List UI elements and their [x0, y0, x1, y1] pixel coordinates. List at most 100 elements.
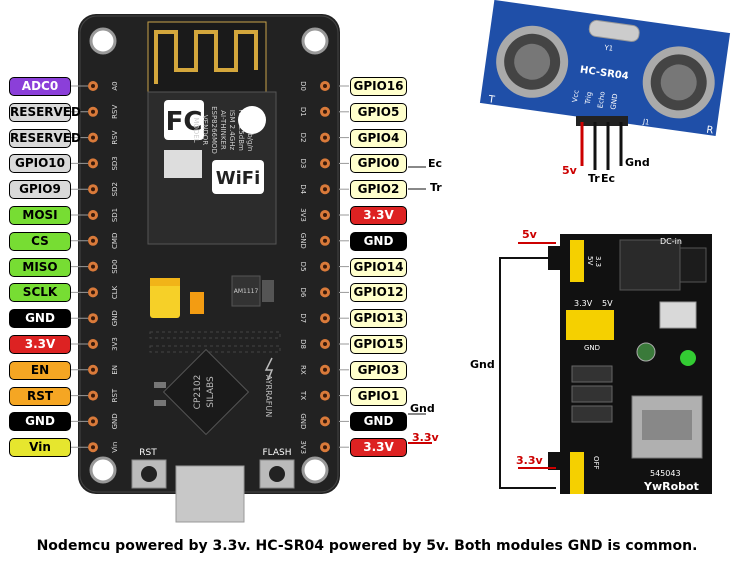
left-pin-label-8: SCLK	[9, 283, 71, 303]
left-pin-label-14: Vin	[9, 438, 71, 458]
pm-dc-in: DC-in	[660, 237, 682, 246]
pin-hole-center	[323, 445, 327, 450]
right-pin-label-9: GPIO13	[350, 309, 407, 329]
left-pin-label-0: ADC0	[9, 77, 71, 96]
pin-hole-center	[91, 213, 95, 217]
hc-pin-label: Vcc	[571, 89, 581, 103]
pm-wire-33v: 3.3v	[516, 454, 543, 467]
silk-label: RSV	[111, 130, 119, 144]
flash-button: FLASH	[259, 448, 295, 489]
chip-label-1: SILABS	[206, 376, 216, 408]
voltage-regulator: AM1117	[231, 275, 274, 307]
left-pin-label-6: CS	[9, 231, 71, 251]
hcsr04-y1: Y1	[603, 44, 614, 53]
power-wires	[408, 166, 556, 489]
right-pin-label-11: GPIO3	[350, 360, 407, 380]
mounting-holes	[89, 27, 329, 484]
svg-text:FC: FC	[166, 107, 203, 137]
pm-part-number: 545043	[650, 469, 681, 478]
pm-bottom-off: OFF	[592, 456, 600, 470]
silk-label: D7	[299, 313, 307, 323]
right-pin-label-1: GPIO5	[350, 102, 407, 122]
pm-wire-gnd: Gnd	[470, 358, 495, 371]
left-pin-label-3: GPIO10	[9, 154, 71, 174]
pin-hole-center	[323, 316, 327, 321]
hc-wire-tr: Tr	[588, 172, 600, 185]
pin-hole-center	[91, 161, 95, 166]
silk-label: D3	[299, 158, 307, 168]
silk-label: D6	[299, 287, 307, 297]
pin-hole-center	[91, 84, 95, 88]
hcsr04-wires	[576, 116, 628, 170]
left-pin-label-9: GND	[9, 309, 71, 329]
regulator-label: AM1117	[234, 288, 259, 295]
silk-label: RST	[111, 388, 119, 402]
silk-label: GND	[299, 413, 307, 429]
pin-hole-center	[323, 419, 327, 424]
silk-label: RSV	[111, 105, 119, 119]
rst-button: RST	[131, 448, 167, 489]
silk-label: SD3	[111, 156, 119, 170]
hc-wire-ec: Ec	[601, 172, 616, 185]
pin-hole-center	[323, 135, 327, 140]
silk-left: A0RSVRSVSD3SD2SD1CMDSD0CLKGND3V3ENRSTGND…	[111, 81, 119, 452]
pin-hole-center	[91, 393, 95, 398]
silk-label: RX	[299, 365, 307, 375]
right-pin-label-13: GND	[350, 412, 407, 432]
left-pin-label-11: EN	[9, 360, 71, 380]
note-tr: Tr	[430, 181, 442, 194]
silk-label: CMD	[111, 233, 119, 249]
chip-label-group: SILABS CP2102	[193, 375, 216, 410]
pin-hole-center	[91, 367, 95, 372]
module-text-line: PA +25dBm	[237, 109, 245, 151]
left-pin-label-12: RST	[9, 386, 71, 406]
silk-label: GND	[111, 413, 119, 429]
right-pin-label-0: GPIO16	[350, 77, 407, 96]
pin-hole-center	[323, 109, 327, 114]
rst-button-label: RST	[139, 448, 157, 458]
note-gnd: Gnd	[410, 402, 435, 415]
pm-gnd: GND	[584, 344, 600, 352]
pin-hole-center	[323, 290, 327, 295]
hcsr04-j1: J1	[641, 118, 650, 127]
silk-label: A0	[111, 81, 119, 90]
chip-label-2: CP2102	[193, 375, 203, 410]
silk-label: GND	[299, 233, 307, 249]
pm-top-5v: 5V	[586, 256, 594, 265]
pin-hole-center	[323, 342, 327, 346]
pin-hole-center	[323, 393, 327, 398]
silk-label: D8	[299, 339, 307, 349]
pin-hole-center	[323, 161, 327, 166]
pm-5v: 5V	[602, 299, 613, 308]
pin-hole-center	[323, 187, 327, 192]
left-pin-label-10: 3.3V	[9, 335, 71, 354]
pin-hole-center	[91, 109, 95, 114]
hc-wire-gnd: Gnd	[625, 156, 650, 169]
left-pin-label-1: RESERVED	[9, 102, 81, 122]
module-text-line: AI-THINKER	[219, 110, 227, 150]
right-pin-label-3: GPIO0	[350, 154, 407, 174]
pin-hole-center	[91, 135, 95, 140]
pin-holes	[71, 81, 349, 453]
note-33v: 3.3v	[412, 431, 439, 444]
right-pin-label-14: 3.3V	[350, 438, 407, 458]
brand-label: AYRRAFUN	[264, 375, 273, 417]
power-module: 5V 3.3 OFF 3.3V 5V GND DC-in 545043 YwRo…	[548, 234, 712, 494]
caption: Nodemcu powered by 3.3v. HC-SR04 powered…	[36, 538, 698, 554]
hc-pin-label: GND	[609, 93, 619, 110]
left-pin-label-7: MISO	[9, 257, 71, 277]
smd-components	[149, 331, 281, 353]
right-pin-label-6: GND	[350, 231, 407, 251]
pin-hole-center	[91, 445, 95, 450]
module-text-line: VENDOR	[201, 115, 209, 145]
right-pin-label-5: 3.3V	[350, 206, 407, 225]
right-pin-label-4: GPIO2	[350, 180, 407, 200]
capacitors	[150, 278, 204, 318]
wifi-logo-text: WiFi	[216, 168, 261, 189]
module-text-line: ESP8266MOD	[210, 106, 218, 154]
hcsr04-t: T	[487, 94, 496, 106]
silk-label: SD2	[111, 182, 119, 196]
pin-hole-center	[323, 213, 327, 217]
